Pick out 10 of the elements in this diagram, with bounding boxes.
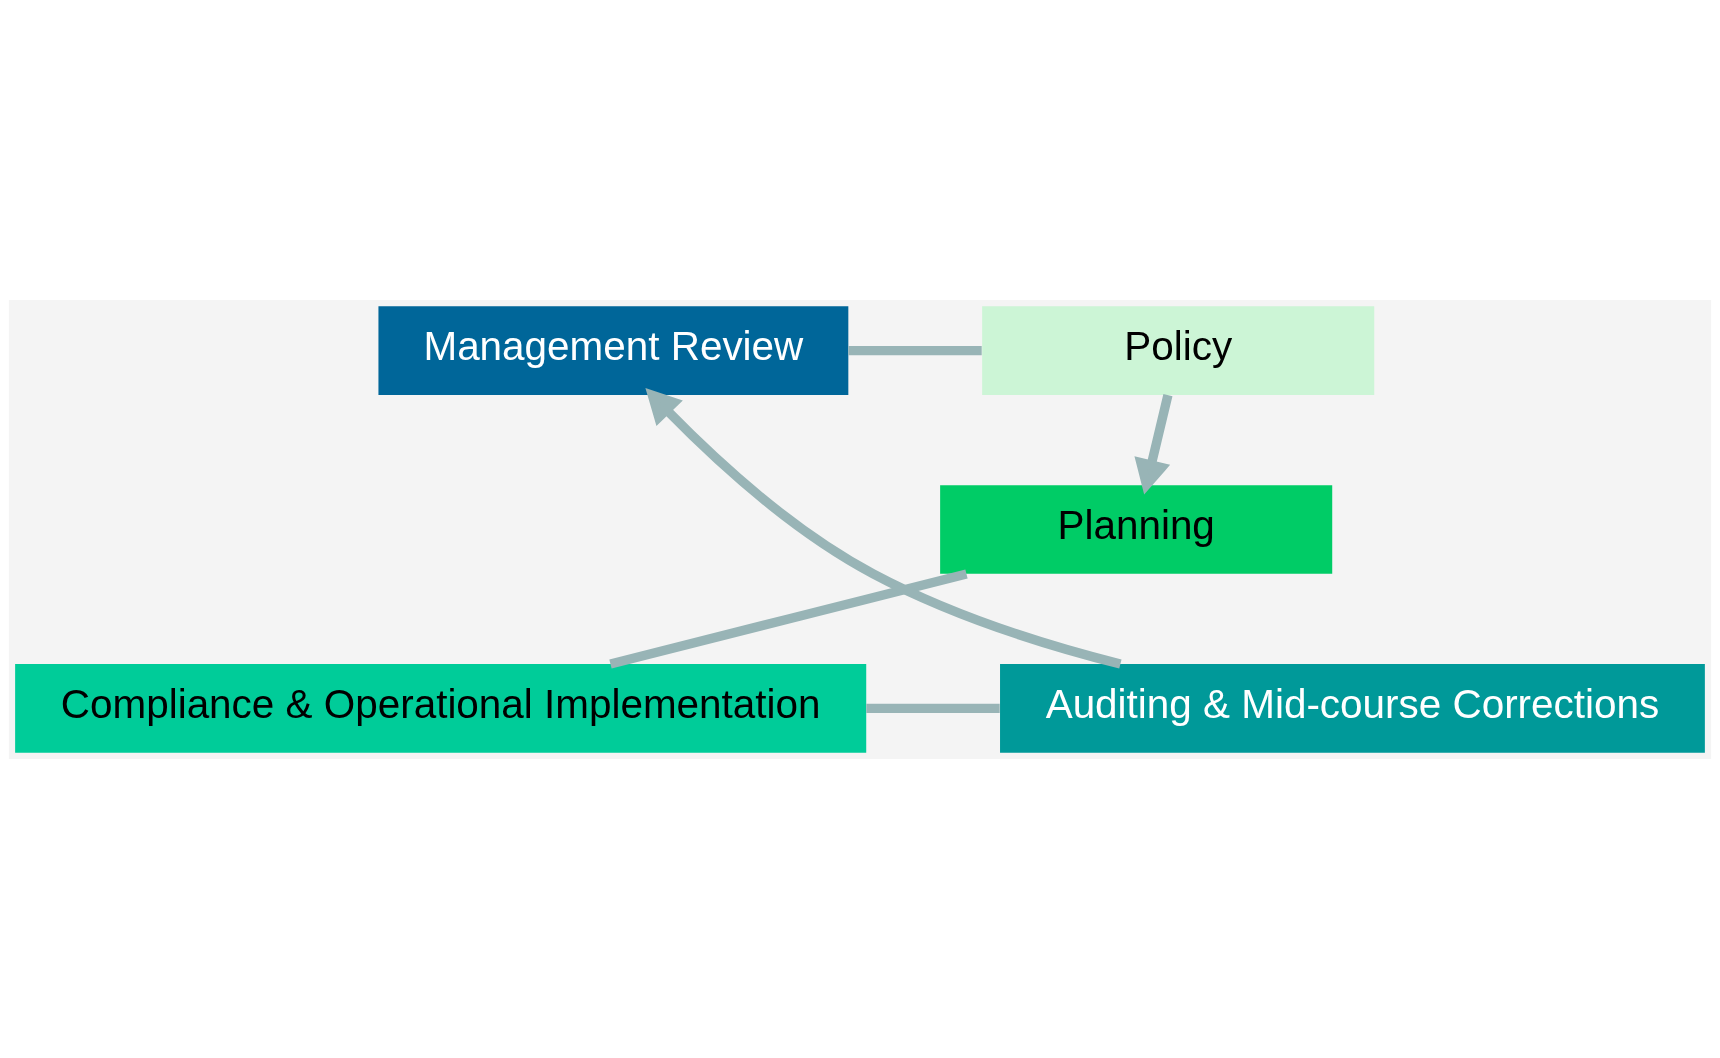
arrow xyxy=(645,387,1122,669)
connector xyxy=(609,568,968,668)
node-box: Auditing & Mid-course Corrections xyxy=(1000,663,1705,753)
arrow xyxy=(1134,393,1173,495)
node-box: Compliance & Operational Implementation xyxy=(15,663,867,753)
node-box: Policy xyxy=(982,305,1375,395)
connector xyxy=(848,345,982,355)
node-box: Planning xyxy=(940,484,1333,574)
connector xyxy=(866,703,1000,713)
node-box: Management Review xyxy=(378,305,849,395)
